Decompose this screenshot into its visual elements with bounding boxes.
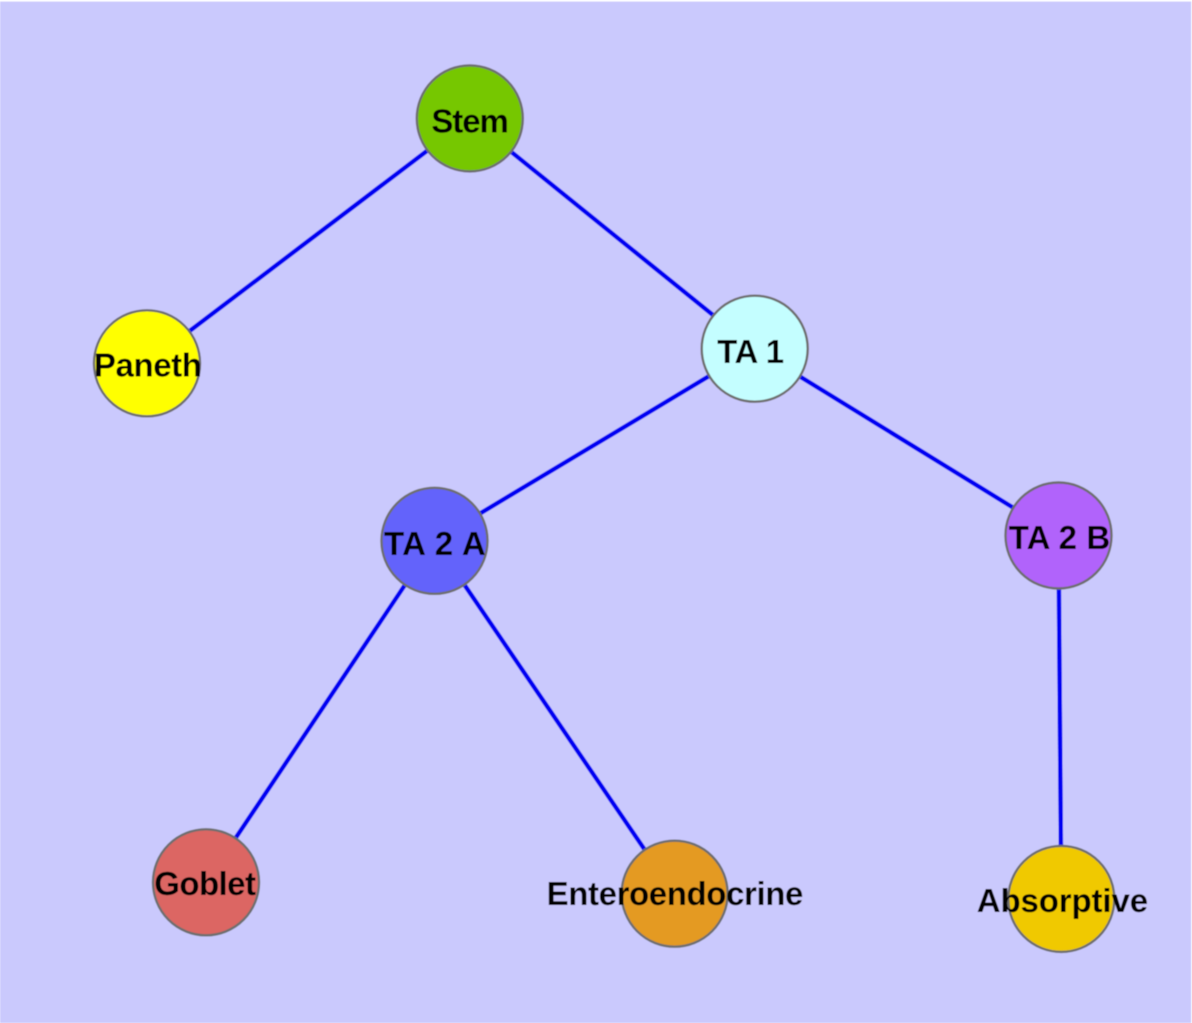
svg-text:Enteroendocrine: Enteroendocrine [547,875,804,912]
svg-text:Absorptive: Absorptive [977,882,1148,919]
svg-text:TA 1: TA 1 [717,333,784,370]
svg-text:Goblet: Goblet [154,865,256,902]
svg-text:Paneth: Paneth [94,347,202,384]
svg-text:TA 2 B: TA 2 B [1009,519,1110,556]
svg-text:TA 2 A: TA 2 A [384,525,486,562]
svg-text:Stem: Stem [431,103,508,140]
